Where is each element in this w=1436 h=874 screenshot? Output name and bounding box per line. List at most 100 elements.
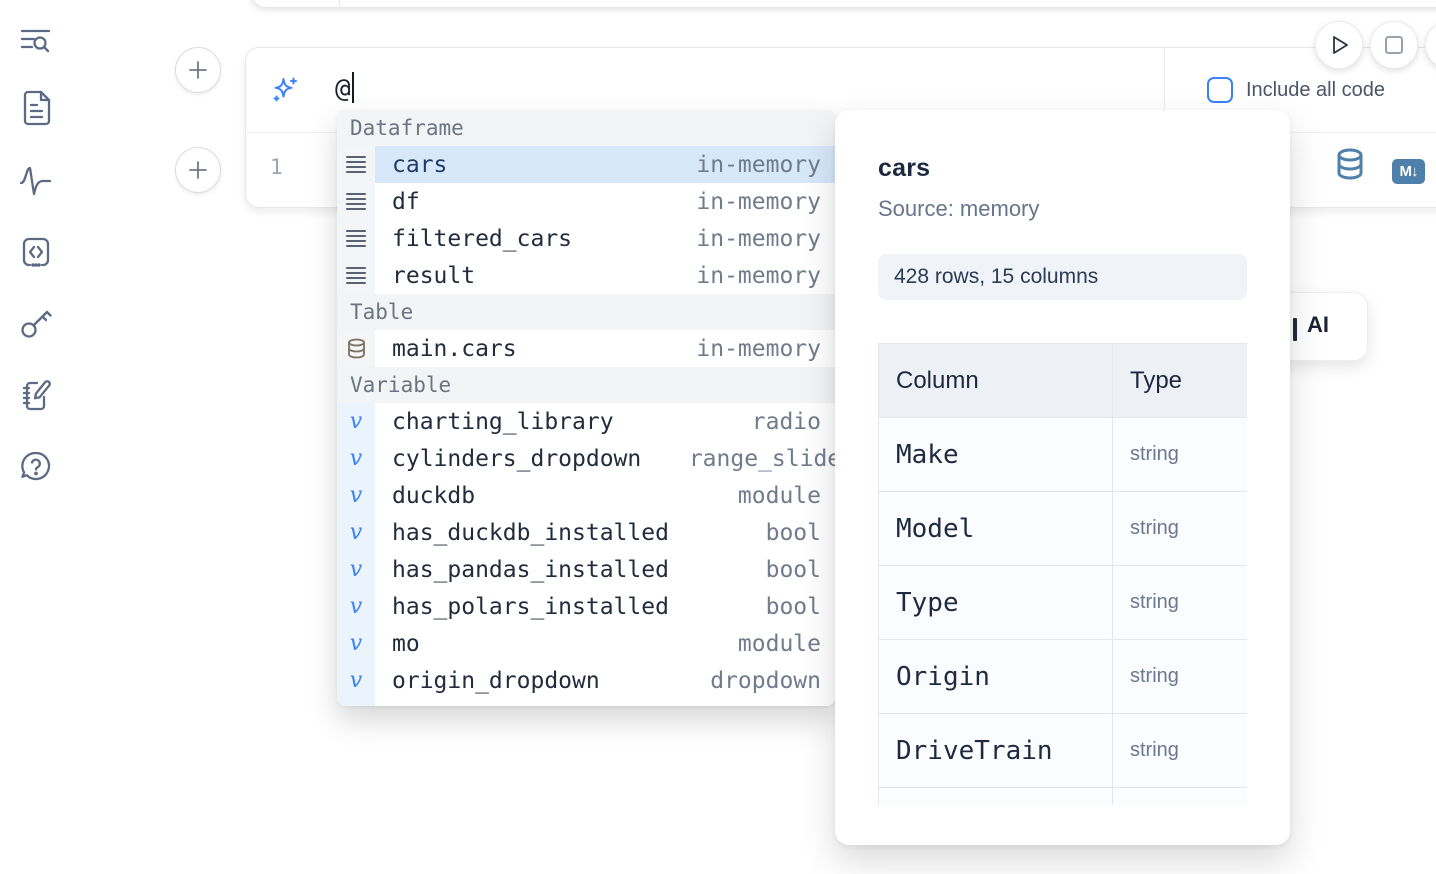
item-type: in-memory (696, 188, 821, 215)
clipped-glyph (1293, 318, 1297, 341)
dataframe-icon (337, 146, 375, 183)
clipped-row (878, 787, 1247, 805)
autocomplete-item-dataframe[interactable]: filtered_cars in-memory (337, 220, 835, 257)
variable-icon: v (337, 699, 375, 706)
dataframe-icon (337, 220, 375, 257)
stop-square-icon (1385, 36, 1403, 54)
item-name: has_duckdb_installed (392, 519, 669, 546)
autocomplete-item-variable[interactable]: v mo module (337, 625, 835, 662)
item-type: module (737, 482, 821, 509)
autocomplete-item-dataframe[interactable]: df in-memory (337, 183, 835, 220)
item-name: main.cars (392, 335, 517, 362)
type-cell: string (1112, 565, 1247, 640)
type-cell: string (1112, 713, 1247, 788)
variable-icon: v (337, 403, 375, 440)
autocomplete-item-variable[interactable]: v duckdb module (337, 477, 835, 514)
markdown-button[interactable]: M↓ (1392, 159, 1425, 184)
schema-row: DriveTrain string (878, 713, 1247, 788)
autocomplete-item-dataframe[interactable]: result in-memory (337, 257, 835, 294)
item-name: filtered_cars (392, 225, 573, 252)
variable-icon: v (337, 551, 375, 588)
file-document-icon[interactable] (18, 88, 54, 128)
schema-row: Model string (878, 491, 1247, 566)
run-cell-button[interactable] (1315, 21, 1363, 69)
divider (1164, 48, 1165, 132)
variable-icon: v (337, 662, 375, 699)
scratchpad-icon[interactable] (18, 376, 54, 416)
shape-badge: 428 rows, 15 columns (878, 254, 1247, 300)
schema-row: Origin string (878, 639, 1247, 714)
prompt-text: @ (335, 74, 351, 104)
ai-button-label: AI (1307, 312, 1329, 337)
item-name: charting_library (392, 408, 614, 435)
column-cell: Make (878, 417, 1113, 492)
variable-icon: v (337, 440, 375, 477)
dataframe-preview-panel: cars Source: memory 428 rows, 15 columns… (835, 110, 1290, 845)
type-cell: string (1112, 417, 1247, 492)
variable-icon: v (337, 514, 375, 551)
variable-icon: v (337, 588, 375, 625)
variable-item-list: v charting_library radio v cylinders_dro… (337, 403, 835, 706)
type-header: Type (1112, 343, 1247, 418)
dataframe-button[interactable] (1336, 147, 1364, 189)
item-type: in-memory (696, 335, 821, 362)
include-all-code-checkbox[interactable] (1207, 77, 1233, 103)
type-cell: string (1112, 639, 1247, 714)
autocomplete-item-table[interactable]: main.cars in-memory (337, 330, 835, 367)
schema-row: Make string (878, 417, 1247, 492)
autocomplete-item-variable[interactable]: v pd module (337, 699, 835, 706)
autocomplete-item-dataframe[interactable]: cars in-memory (337, 146, 835, 183)
preview-title: cars (878, 154, 931, 182)
item-type: in-memory (696, 225, 821, 252)
stop-button[interactable] (1370, 21, 1418, 69)
snippets-icon[interactable] (18, 232, 54, 272)
item-name: pd (392, 705, 420, 707)
dataframe-item-list: cars in-memory df in-memory filtered_car… (337, 146, 835, 294)
item-type: bool (765, 519, 821, 546)
section-header-dataframe: Dataframe (337, 110, 835, 146)
item-type: bool (765, 593, 821, 620)
divider (339, 0, 340, 6)
schema-row: Type string (878, 565, 1247, 640)
dataframe-icon (337, 257, 375, 294)
activity-icon[interactable] (18, 160, 54, 200)
ai-sparkle-icon (273, 77, 297, 102)
schema-table: Column Type Make string Model string Typ… (878, 343, 1247, 805)
autocomplete-item-variable[interactable]: v has_duckdb_installed bool (337, 514, 835, 551)
play-icon (1333, 36, 1348, 54)
code-editor[interactable]: 1 M↓ (246, 133, 1436, 207)
include-all-code-label: Include all code (1246, 78, 1385, 101)
add-cell-below-button[interactable] (175, 147, 221, 193)
markdown-icon: M↓ (1399, 163, 1419, 180)
column-cell: Origin (878, 639, 1113, 714)
type-cell: string (1112, 491, 1247, 566)
schema-table-wrap: Column Type Make string Model string Typ… (878, 343, 1247, 805)
shortcuts-key-icon[interactable] (18, 304, 54, 344)
autocomplete-item-variable[interactable]: v has_pandas_installed bool (337, 551, 835, 588)
line-number: 1 (270, 155, 283, 179)
previous-cell-fragment (250, 0, 1436, 8)
autocomplete-item-variable[interactable]: v charting_library radio (337, 403, 835, 440)
text-cursor (351, 72, 354, 103)
autocomplete-dropdown: Dataframe cars in-memory df in-memory (337, 110, 835, 706)
column-cell: Model (878, 491, 1113, 566)
help-chat-icon[interactable] (18, 448, 54, 488)
autocomplete-item-variable[interactable]: v origin_dropdown dropdown (337, 662, 835, 699)
autocomplete-item-variable[interactable]: v cylinders_dropdown range_slider (337, 440, 835, 477)
preview-source: Source: memory (878, 196, 1040, 221)
item-name: origin_dropdown (392, 667, 600, 694)
dataframe-icon (337, 183, 375, 220)
toc-search-icon[interactable] (18, 22, 54, 62)
item-name: cars (392, 151, 448, 178)
autocomplete-item-variable[interactable]: v has_polars_installed bool (337, 588, 835, 625)
item-type: range_slider (688, 445, 835, 472)
ai-prompt-input[interactable]: @ (335, 72, 354, 105)
item-name: df (392, 188, 420, 215)
item-name: cylinders_dropdown (392, 445, 642, 472)
item-name: duckdb (392, 482, 476, 509)
item-type: in-memory (696, 151, 821, 178)
column-cell: Type (878, 565, 1113, 640)
item-type: radio (751, 408, 821, 435)
add-cell-above-button[interactable] (175, 47, 221, 93)
item-name: result (392, 262, 476, 289)
